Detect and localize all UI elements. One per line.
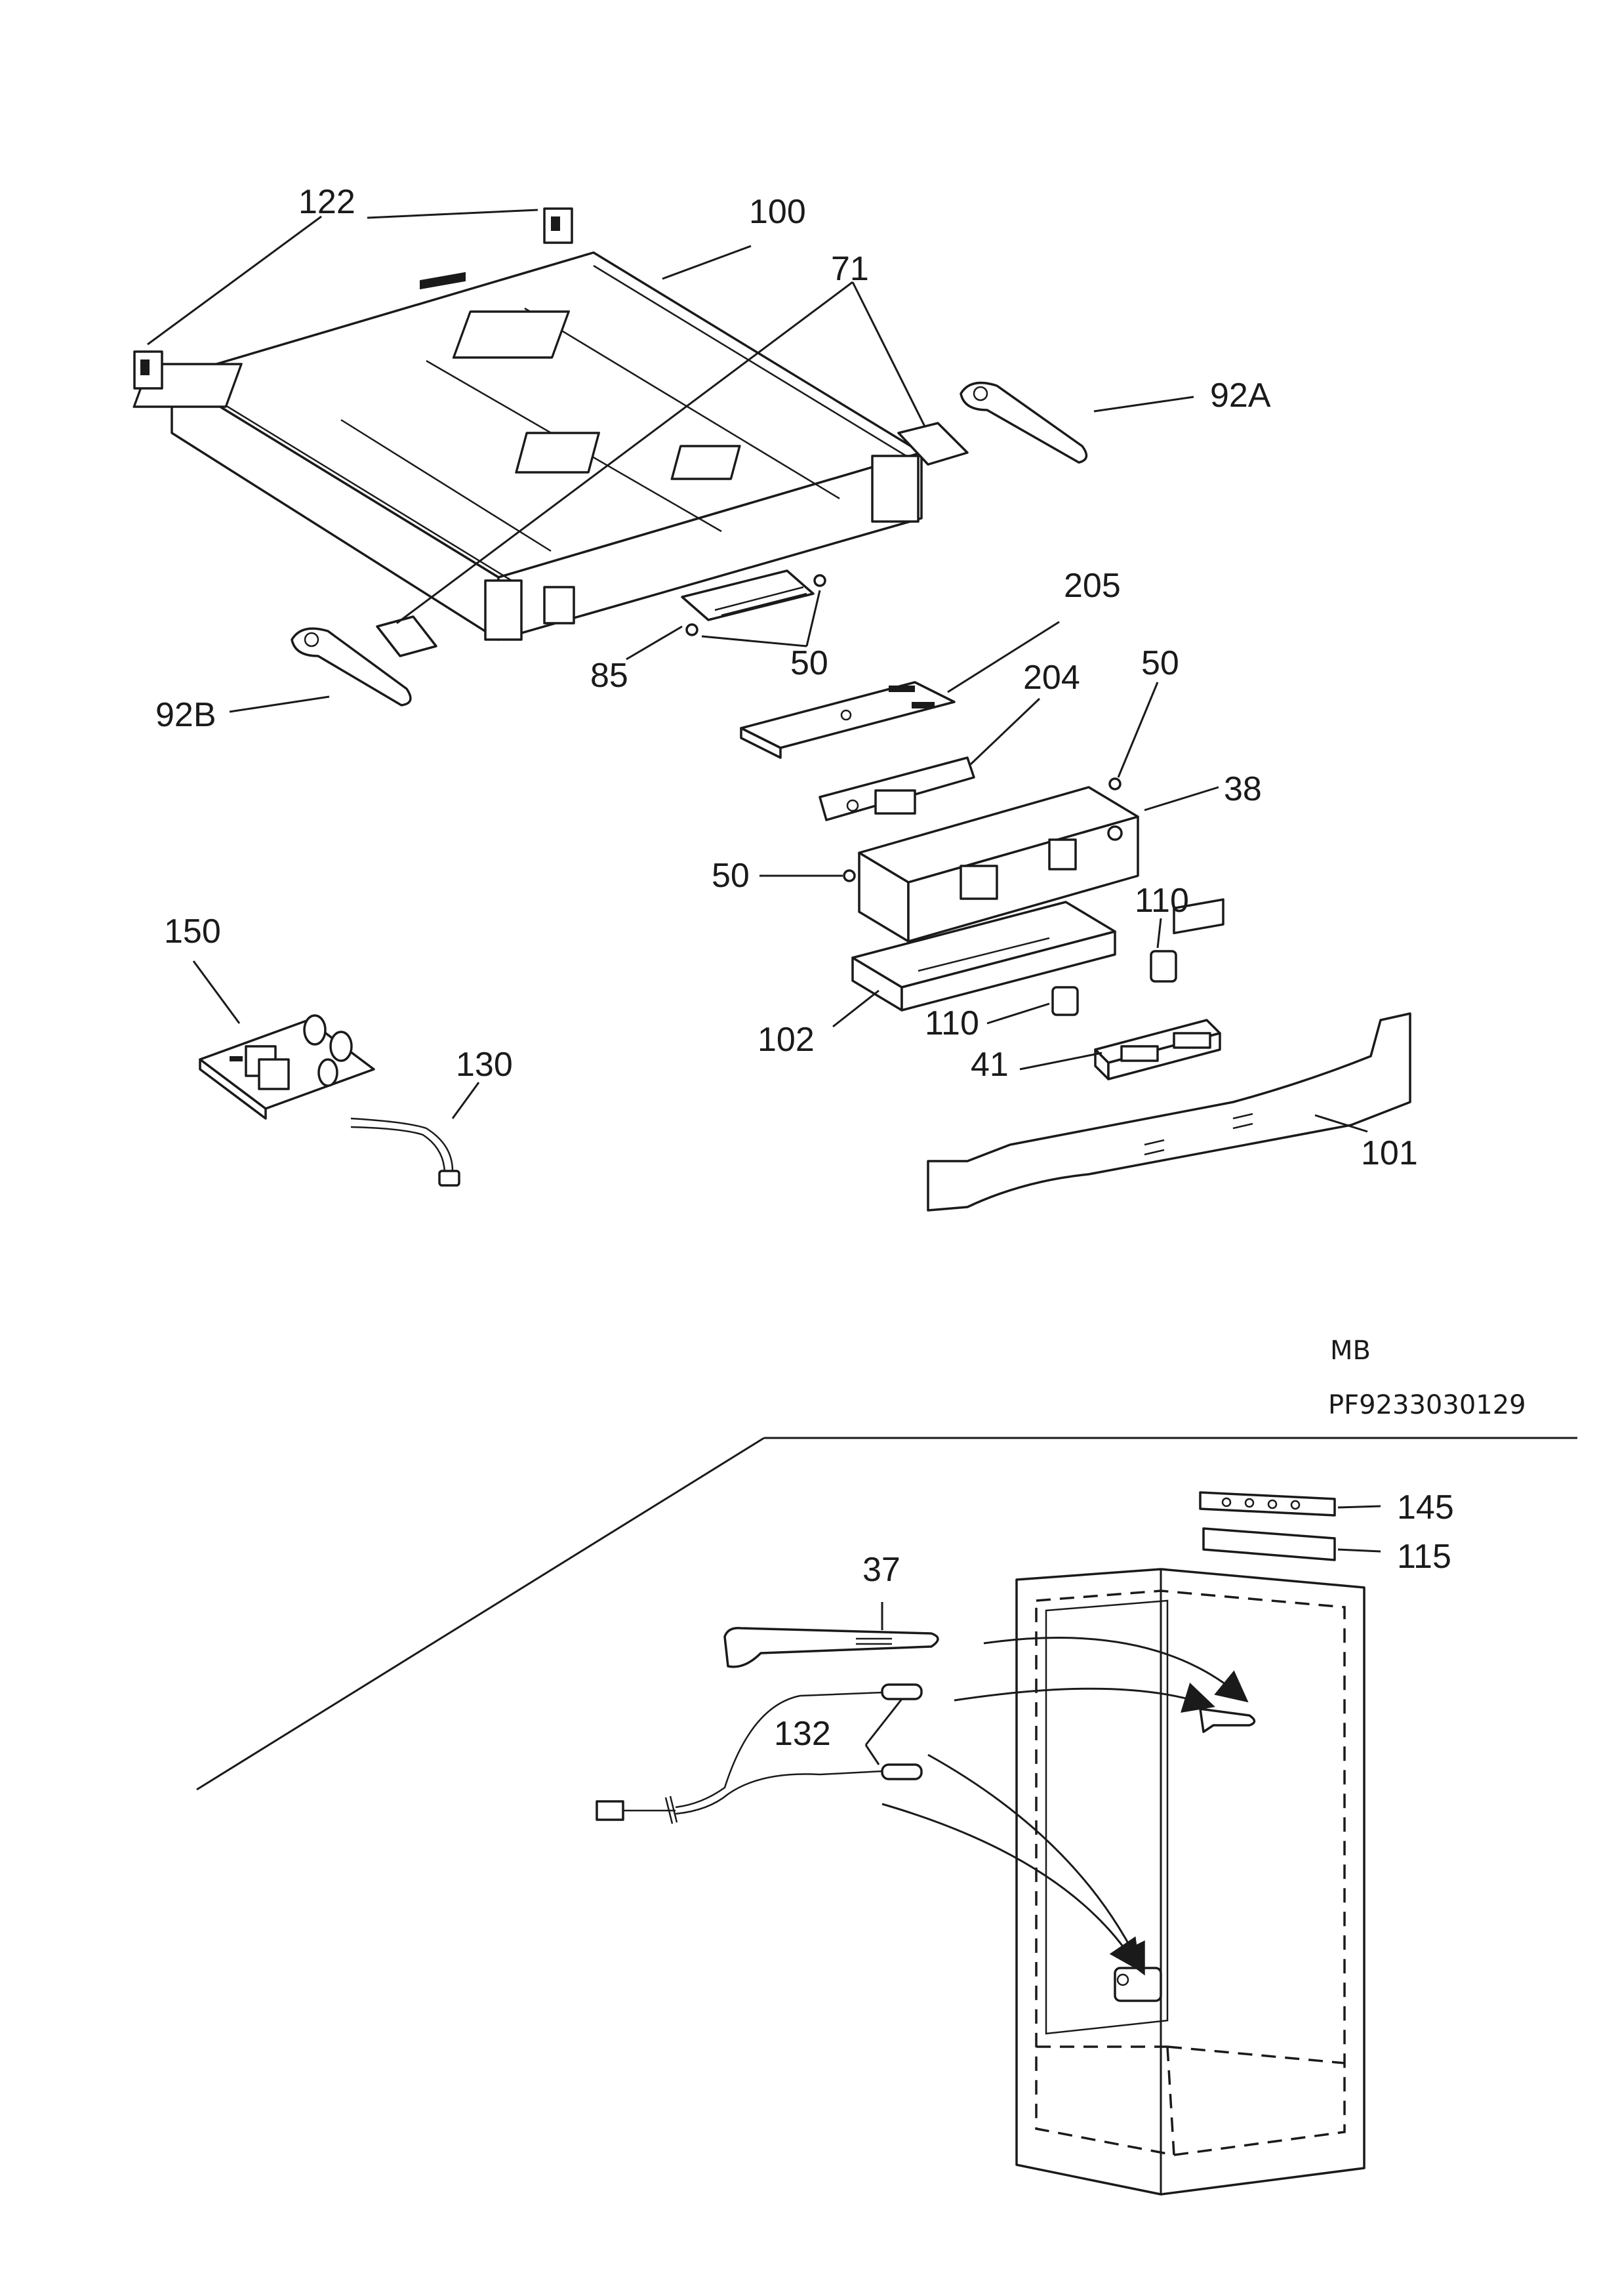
label-50-b: 50 xyxy=(1141,644,1179,682)
label-132: 132 xyxy=(774,1715,831,1753)
screw-50-a xyxy=(813,574,826,587)
housing-38 xyxy=(858,786,1139,943)
bracket-85 xyxy=(681,569,815,621)
part-labels: 122 100 71 92A 92B 85 50 205 204 50 38 5… xyxy=(155,183,1454,1753)
button-110-a xyxy=(1150,950,1177,983)
cabinet-sensor-holder xyxy=(1114,1708,1256,2002)
connector-122-right xyxy=(543,207,573,244)
label-110-b: 110 xyxy=(925,1004,979,1042)
pcb-205 xyxy=(740,681,956,759)
label-130: 130 xyxy=(456,1046,513,1084)
leader-lines-bottom xyxy=(864,1505,1381,1765)
sensor-harness-132 xyxy=(596,1683,923,1824)
key-92A xyxy=(960,381,1088,464)
label-110-a: 110 xyxy=(1135,882,1189,920)
label-205: 205 xyxy=(1064,567,1121,605)
cover-plate-71-left xyxy=(376,615,437,657)
label-50-a: 50 xyxy=(790,644,828,682)
label-100: 100 xyxy=(749,193,806,231)
label-71: 71 xyxy=(831,250,869,288)
display-41 xyxy=(1094,1019,1221,1080)
label-41: 41 xyxy=(971,1046,1009,1084)
screw-50-d xyxy=(843,869,856,882)
label-150: 150 xyxy=(164,912,221,951)
power-board-150 xyxy=(199,1014,375,1120)
cable-130 xyxy=(350,1117,460,1187)
plate-145 xyxy=(1199,1491,1336,1517)
sensor-holder-37 xyxy=(723,1627,939,1668)
label-38: 38 xyxy=(1224,770,1262,808)
bracket-204 xyxy=(819,756,975,821)
label-37: 37 xyxy=(862,1551,900,1589)
section-divider xyxy=(196,1437,1577,1791)
key-92B xyxy=(291,627,412,707)
label-50-c: 50 xyxy=(712,857,750,895)
screw-50-b xyxy=(685,623,698,636)
variant-code: MB xyxy=(1330,1336,1371,1366)
label-85: 85 xyxy=(590,657,628,695)
cabinet-outline xyxy=(1015,1568,1365,2196)
label-101: 101 xyxy=(1361,1134,1418,1172)
plate-115 xyxy=(1202,1527,1336,1561)
top-cover-tray xyxy=(132,251,923,641)
front-panel-101 xyxy=(927,898,1411,1212)
leader-lines-top xyxy=(147,209,1368,1133)
part-number: PF9233030129 xyxy=(1328,1390,1526,1420)
connector-122-left xyxy=(133,350,163,390)
button-110-b xyxy=(1051,986,1079,1016)
label-92B: 92B xyxy=(155,696,216,734)
base-102 xyxy=(851,901,1116,1012)
screw-50-c xyxy=(1108,777,1122,790)
install-arrows xyxy=(881,1637,1249,1976)
label-145: 145 xyxy=(1397,1488,1454,1527)
label-102: 102 xyxy=(758,1021,815,1059)
label-92A: 92A xyxy=(1210,377,1271,415)
label-122: 122 xyxy=(298,183,355,221)
label-115: 115 xyxy=(1397,1538,1451,1576)
label-204: 204 xyxy=(1023,659,1080,697)
